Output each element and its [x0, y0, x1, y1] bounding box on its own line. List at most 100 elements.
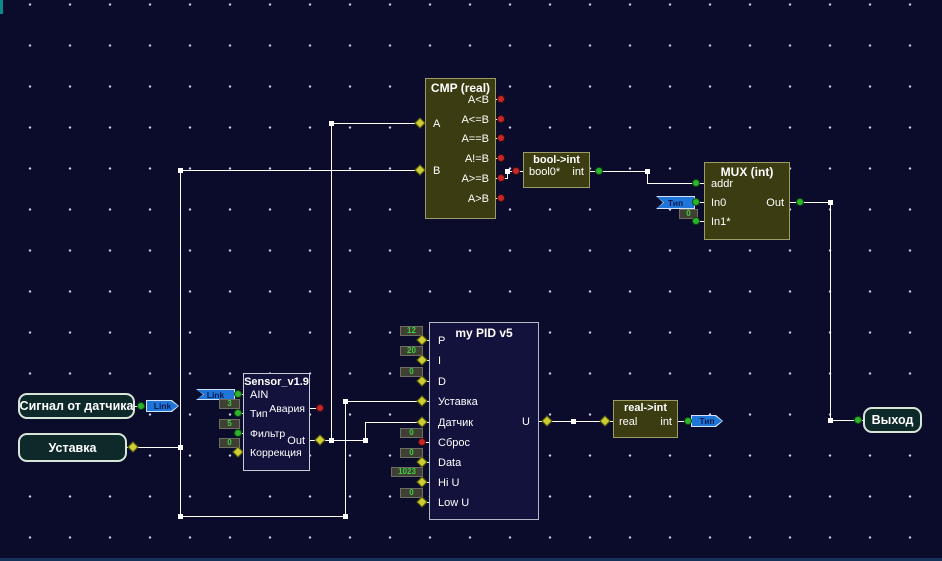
- flag-label: Тип: [657, 197, 694, 208]
- wire-node: [178, 168, 183, 173]
- wire-node: [571, 419, 576, 424]
- pid-hiu-pin[interactable]: [416, 476, 428, 488]
- cmp-input-a-label: A: [433, 118, 441, 130]
- real-to-int-output-pin[interactable]: [684, 417, 692, 425]
- pid-row-label: Hi U: [438, 477, 460, 489]
- cmp-out-eq-pin[interactable]: [497, 134, 505, 142]
- sensor-tip-value[interactable]: 3: [219, 399, 240, 409]
- pid-reset-value[interactable]: 0: [400, 428, 423, 438]
- pid-hiu-value[interactable]: 1023: [391, 467, 423, 477]
- wire: [539, 421, 613, 422]
- vertical-scrollbar-thumb[interactable]: [0, 0, 3, 14]
- cmp-out-ne-pin[interactable]: [497, 154, 505, 162]
- flag-label: Тип: [692, 416, 722, 426]
- wire: [647, 171, 648, 184]
- cmp-out-gt-pin[interactable]: [497, 194, 505, 202]
- wire: [790, 202, 831, 203]
- mux-block[interactable]: MUX (int) addr In0 In1* Out: [704, 162, 790, 240]
- sensor-row-label: Тип: [250, 408, 268, 420]
- flag-label: Link: [197, 390, 234, 399]
- pid-lowu-value[interactable]: 0: [400, 488, 423, 498]
- wire: [830, 202, 831, 421]
- sensor-out-label: Out: [287, 435, 305, 447]
- mux-in1-pin[interactable]: [692, 217, 700, 225]
- sensor-filter-value[interactable]: 5: [219, 419, 240, 429]
- cmp-output-label: A>B: [467, 193, 489, 205]
- pid-sensor-pin[interactable]: [416, 416, 428, 428]
- sensor-korr-value[interactable]: 0: [219, 438, 240, 448]
- wire: [180, 516, 346, 517]
- cmp-output-label: A!=B: [464, 153, 489, 165]
- sensor-block[interactable]: Sensor_v1.9 AIN Тип Фильтр Коррекция Ава…: [243, 373, 310, 471]
- real-to-int-title: real->int: [623, 402, 668, 414]
- wire: [127, 447, 180, 448]
- cmp-out-ge-pin[interactable]: [497, 174, 505, 182]
- bool-to-int-input-label: bool0*: [529, 166, 561, 178]
- pid-data-pin[interactable]: [416, 456, 428, 468]
- pid-row-label: Уставка: [438, 396, 478, 408]
- link-flag-source[interactable]: Link: [146, 400, 179, 412]
- cmp-input-a-pin[interactable]: [414, 117, 426, 129]
- bool-to-int-output-pin[interactable]: [595, 167, 603, 175]
- mux-in0-pin[interactable]: [692, 198, 700, 206]
- wire-node: [329, 438, 334, 443]
- terminal-setpoint-pin[interactable]: [127, 441, 139, 453]
- bool-to-int-input-pin[interactable]: [512, 167, 520, 175]
- cmp-input-b-pin[interactable]: [414, 164, 426, 176]
- cmp-output-label: A<=B: [461, 114, 489, 126]
- sensor-out-pin[interactable]: [314, 434, 326, 446]
- sensor-ain-pin[interactable]: [234, 390, 242, 398]
- real-to-int-input-pin[interactable]: [599, 415, 611, 427]
- pid-data-value[interactable]: 0: [400, 448, 423, 458]
- wire: [830, 420, 863, 421]
- pid-setpoint-pin[interactable]: [416, 395, 428, 407]
- pid-block[interactable]: my PID v5 P I D Уставка Датчик Сброс Dat…: [429, 322, 539, 520]
- cmp-block[interactable]: CMP (real) A B A<B A<=B A==B A!=B A>=B A…: [425, 78, 496, 219]
- sensor-korr-pin[interactable]: [232, 446, 244, 458]
- wire: [507, 171, 508, 179]
- horizontal-scrollbar-track[interactable]: [0, 558, 942, 561]
- mux-in0-label: In0: [711, 197, 727, 209]
- sensor-alarm-label: Авария: [269, 403, 305, 415]
- pid-lowu-pin[interactable]: [416, 496, 428, 508]
- tip-flag-source[interactable]: Тип: [691, 415, 723, 427]
- mux-title: MUX (int): [720, 165, 774, 179]
- pid-row-label: Low U: [438, 497, 470, 509]
- pid-row-label: Data: [438, 457, 462, 469]
- pid-title: my PID v5: [455, 326, 513, 340]
- cmp-out-le-pin[interactable]: [497, 115, 505, 123]
- real-to-int-block[interactable]: real->int real int: [613, 400, 678, 438]
- bool-to-int-block[interactable]: bool->int bool0* int: [523, 152, 590, 188]
- pid-output-label: U: [522, 416, 530, 428]
- pid-i-pin[interactable]: [416, 354, 428, 366]
- sensor-filter-pin[interactable]: [234, 429, 242, 437]
- terminal-output-pin[interactable]: [854, 416, 862, 424]
- wire: [345, 401, 429, 402]
- wire: [365, 422, 366, 441]
- terminal-setpoint[interactable]: Уставка: [18, 433, 127, 462]
- mux-out-pin[interactable]: [796, 198, 804, 206]
- terminal-signal-from-sensor[interactable]: Сигнал от датчика: [18, 393, 135, 419]
- real-to-int-input-label: real: [619, 416, 638, 428]
- cmp-title: CMP (real): [430, 81, 491, 95]
- pid-reset-pin[interactable]: [418, 438, 426, 446]
- cmp-output-label: A==B: [461, 133, 489, 145]
- cmp-input-b-label: B: [433, 165, 441, 177]
- cmp-out-lt-pin[interactable]: [497, 95, 505, 103]
- pid-p-value[interactable]: 12: [400, 326, 423, 336]
- pid-u-output-pin[interactable]: [541, 415, 553, 427]
- sensor-alarm-pin[interactable]: [316, 404, 324, 412]
- pid-p-pin[interactable]: [416, 334, 428, 346]
- pid-i-value[interactable]: 20: [400, 346, 423, 356]
- link-flag-target[interactable]: Link: [196, 389, 235, 400]
- pid-d-pin[interactable]: [416, 375, 428, 387]
- pid-d-value[interactable]: 0: [400, 367, 423, 377]
- real-to-int-output-label: int: [660, 416, 672, 428]
- terminal-signal-pin[interactable]: [137, 402, 145, 410]
- mux-in1-value[interactable]: 0: [679, 209, 698, 219]
- terminal-output[interactable]: Выход: [863, 407, 922, 433]
- sensor-tip-pin[interactable]: [234, 409, 242, 417]
- tip-flag-target[interactable]: Тип: [656, 196, 695, 209]
- mux-addr-pin[interactable]: [692, 179, 700, 187]
